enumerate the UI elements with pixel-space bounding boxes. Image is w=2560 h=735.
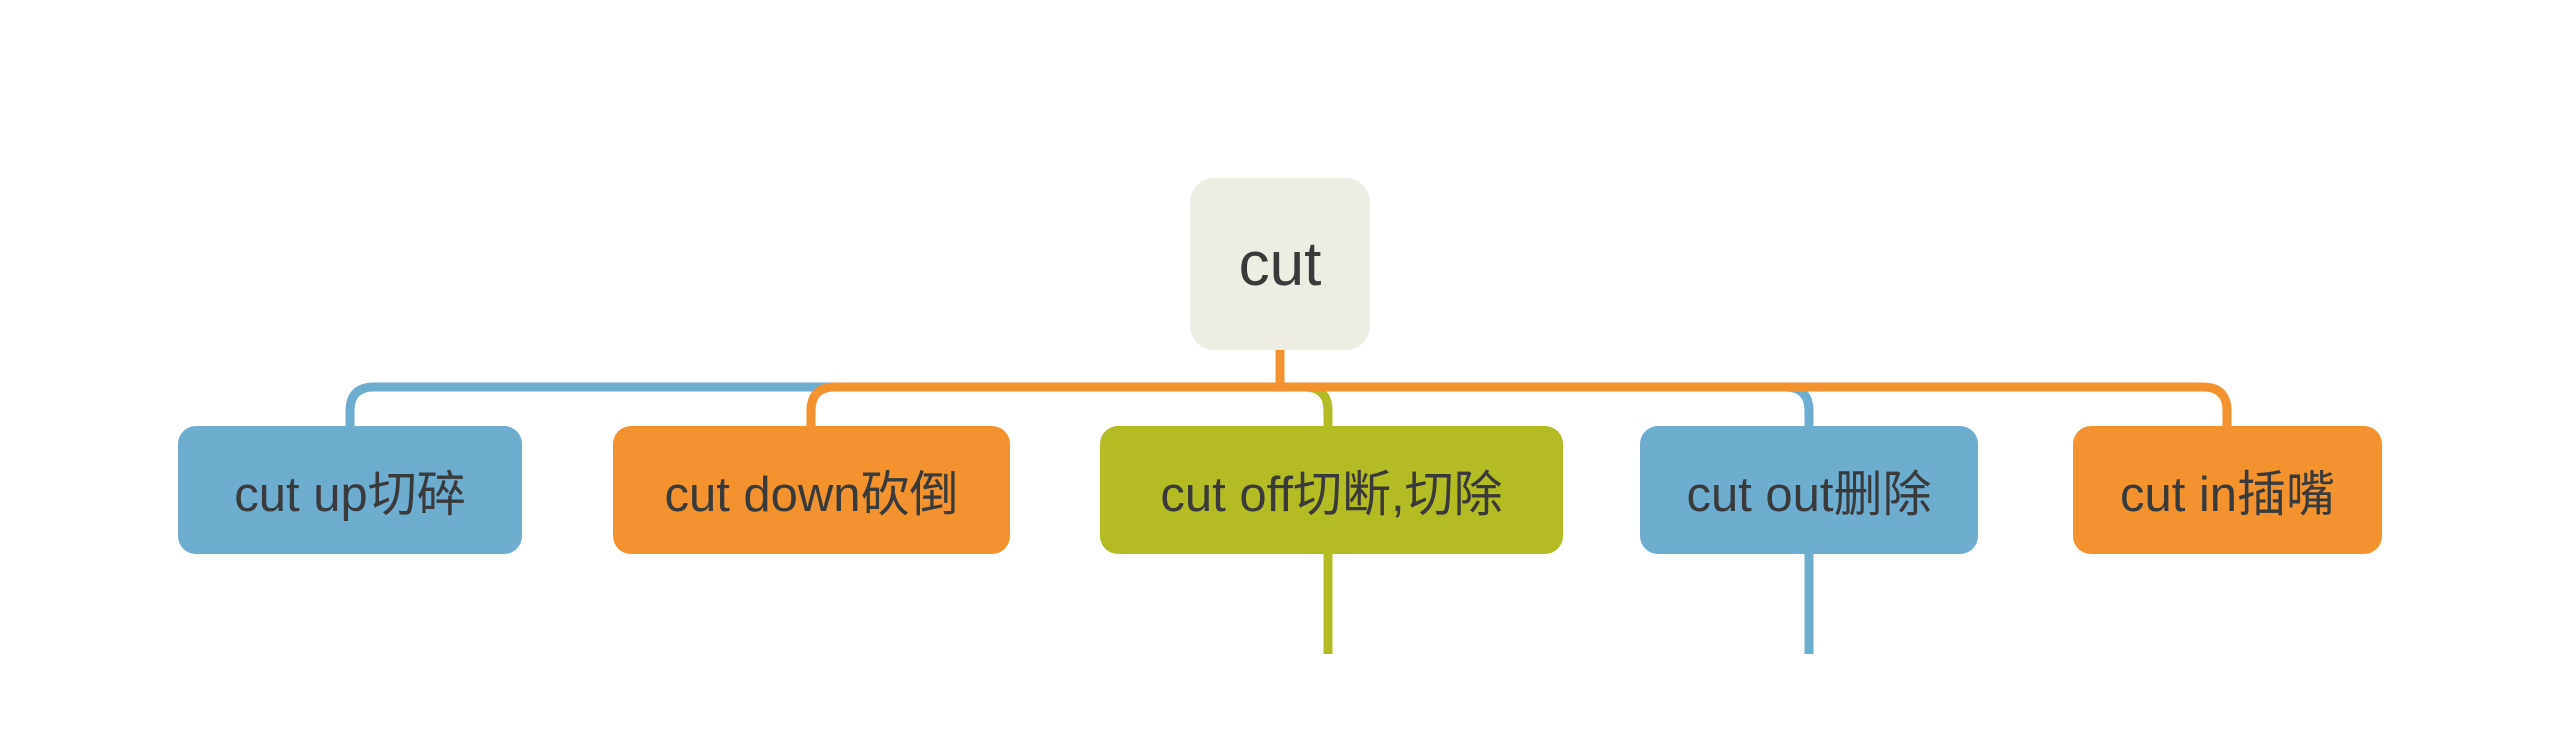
root-node-label: cut [1238, 229, 1322, 299]
connector-cut-off [1280, 382, 1333, 428]
root-node[interactable]: cut [1190, 178, 1370, 350]
node-cut-off[interactable]: cut off切断,切除 [1100, 426, 1563, 554]
node-cut-down[interactable]: cut down砍倒 [613, 426, 1010, 554]
connector-cut-down [806, 382, 1280, 428]
node-cut-in-label: cut in插嘴 [2119, 467, 2336, 522]
node-cut-off-label: cut off切断,切除 [1160, 467, 1503, 522]
node-cut-in[interactable]: cut in插嘴 [2073, 426, 2382, 554]
node-cut-out[interactable]: cut out删除 [1640, 426, 1978, 554]
node-cut-up[interactable]: cut up切碎 [178, 426, 522, 554]
connector-cut-up [345, 382, 1280, 428]
connector-cut-out [1280, 382, 1814, 428]
node-cut-down-label: cut down砍倒 [664, 467, 959, 522]
node-cut-out-label: cut out删除 [1686, 467, 1932, 522]
connector-cut-in [1280, 382, 2232, 428]
node-cut-up-label: cut up切碎 [234, 467, 466, 522]
